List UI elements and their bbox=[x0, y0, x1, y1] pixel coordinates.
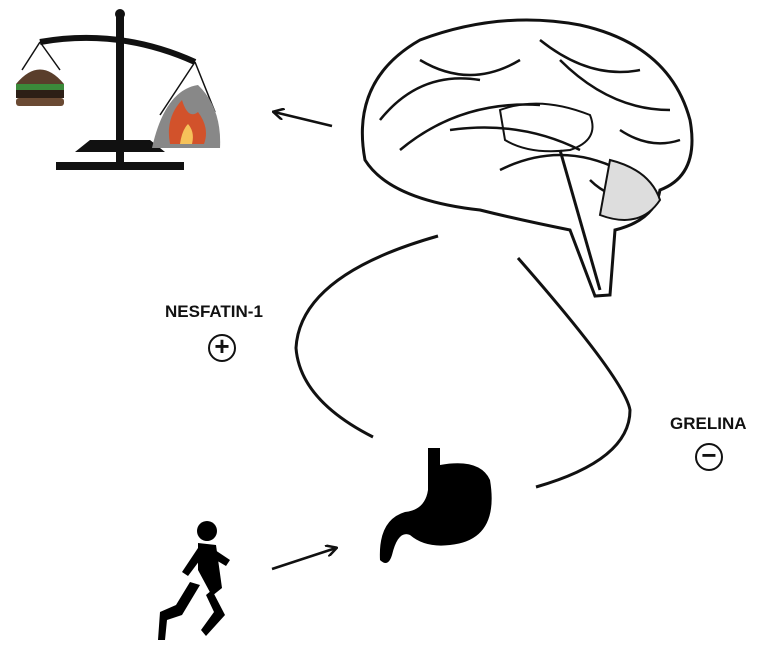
flame-icon bbox=[152, 85, 220, 148]
grelina-label: GRELINA bbox=[670, 414, 747, 434]
exercise-to-stomach-arrow bbox=[272, 548, 336, 569]
nesfatin-label: NESFATIN-1 bbox=[165, 302, 263, 322]
burger-icon bbox=[16, 70, 64, 107]
ghrelin-pathway-curve bbox=[518, 258, 630, 487]
negative-effect-icon: − bbox=[695, 443, 723, 471]
brain-icon bbox=[362, 20, 692, 296]
stomach-icon bbox=[380, 448, 492, 563]
brain-to-balance-arrow bbox=[274, 112, 332, 126]
runner-icon bbox=[158, 521, 230, 640]
nesfatin-pathway-curve bbox=[296, 236, 438, 437]
positive-effect-icon: + bbox=[208, 334, 236, 362]
